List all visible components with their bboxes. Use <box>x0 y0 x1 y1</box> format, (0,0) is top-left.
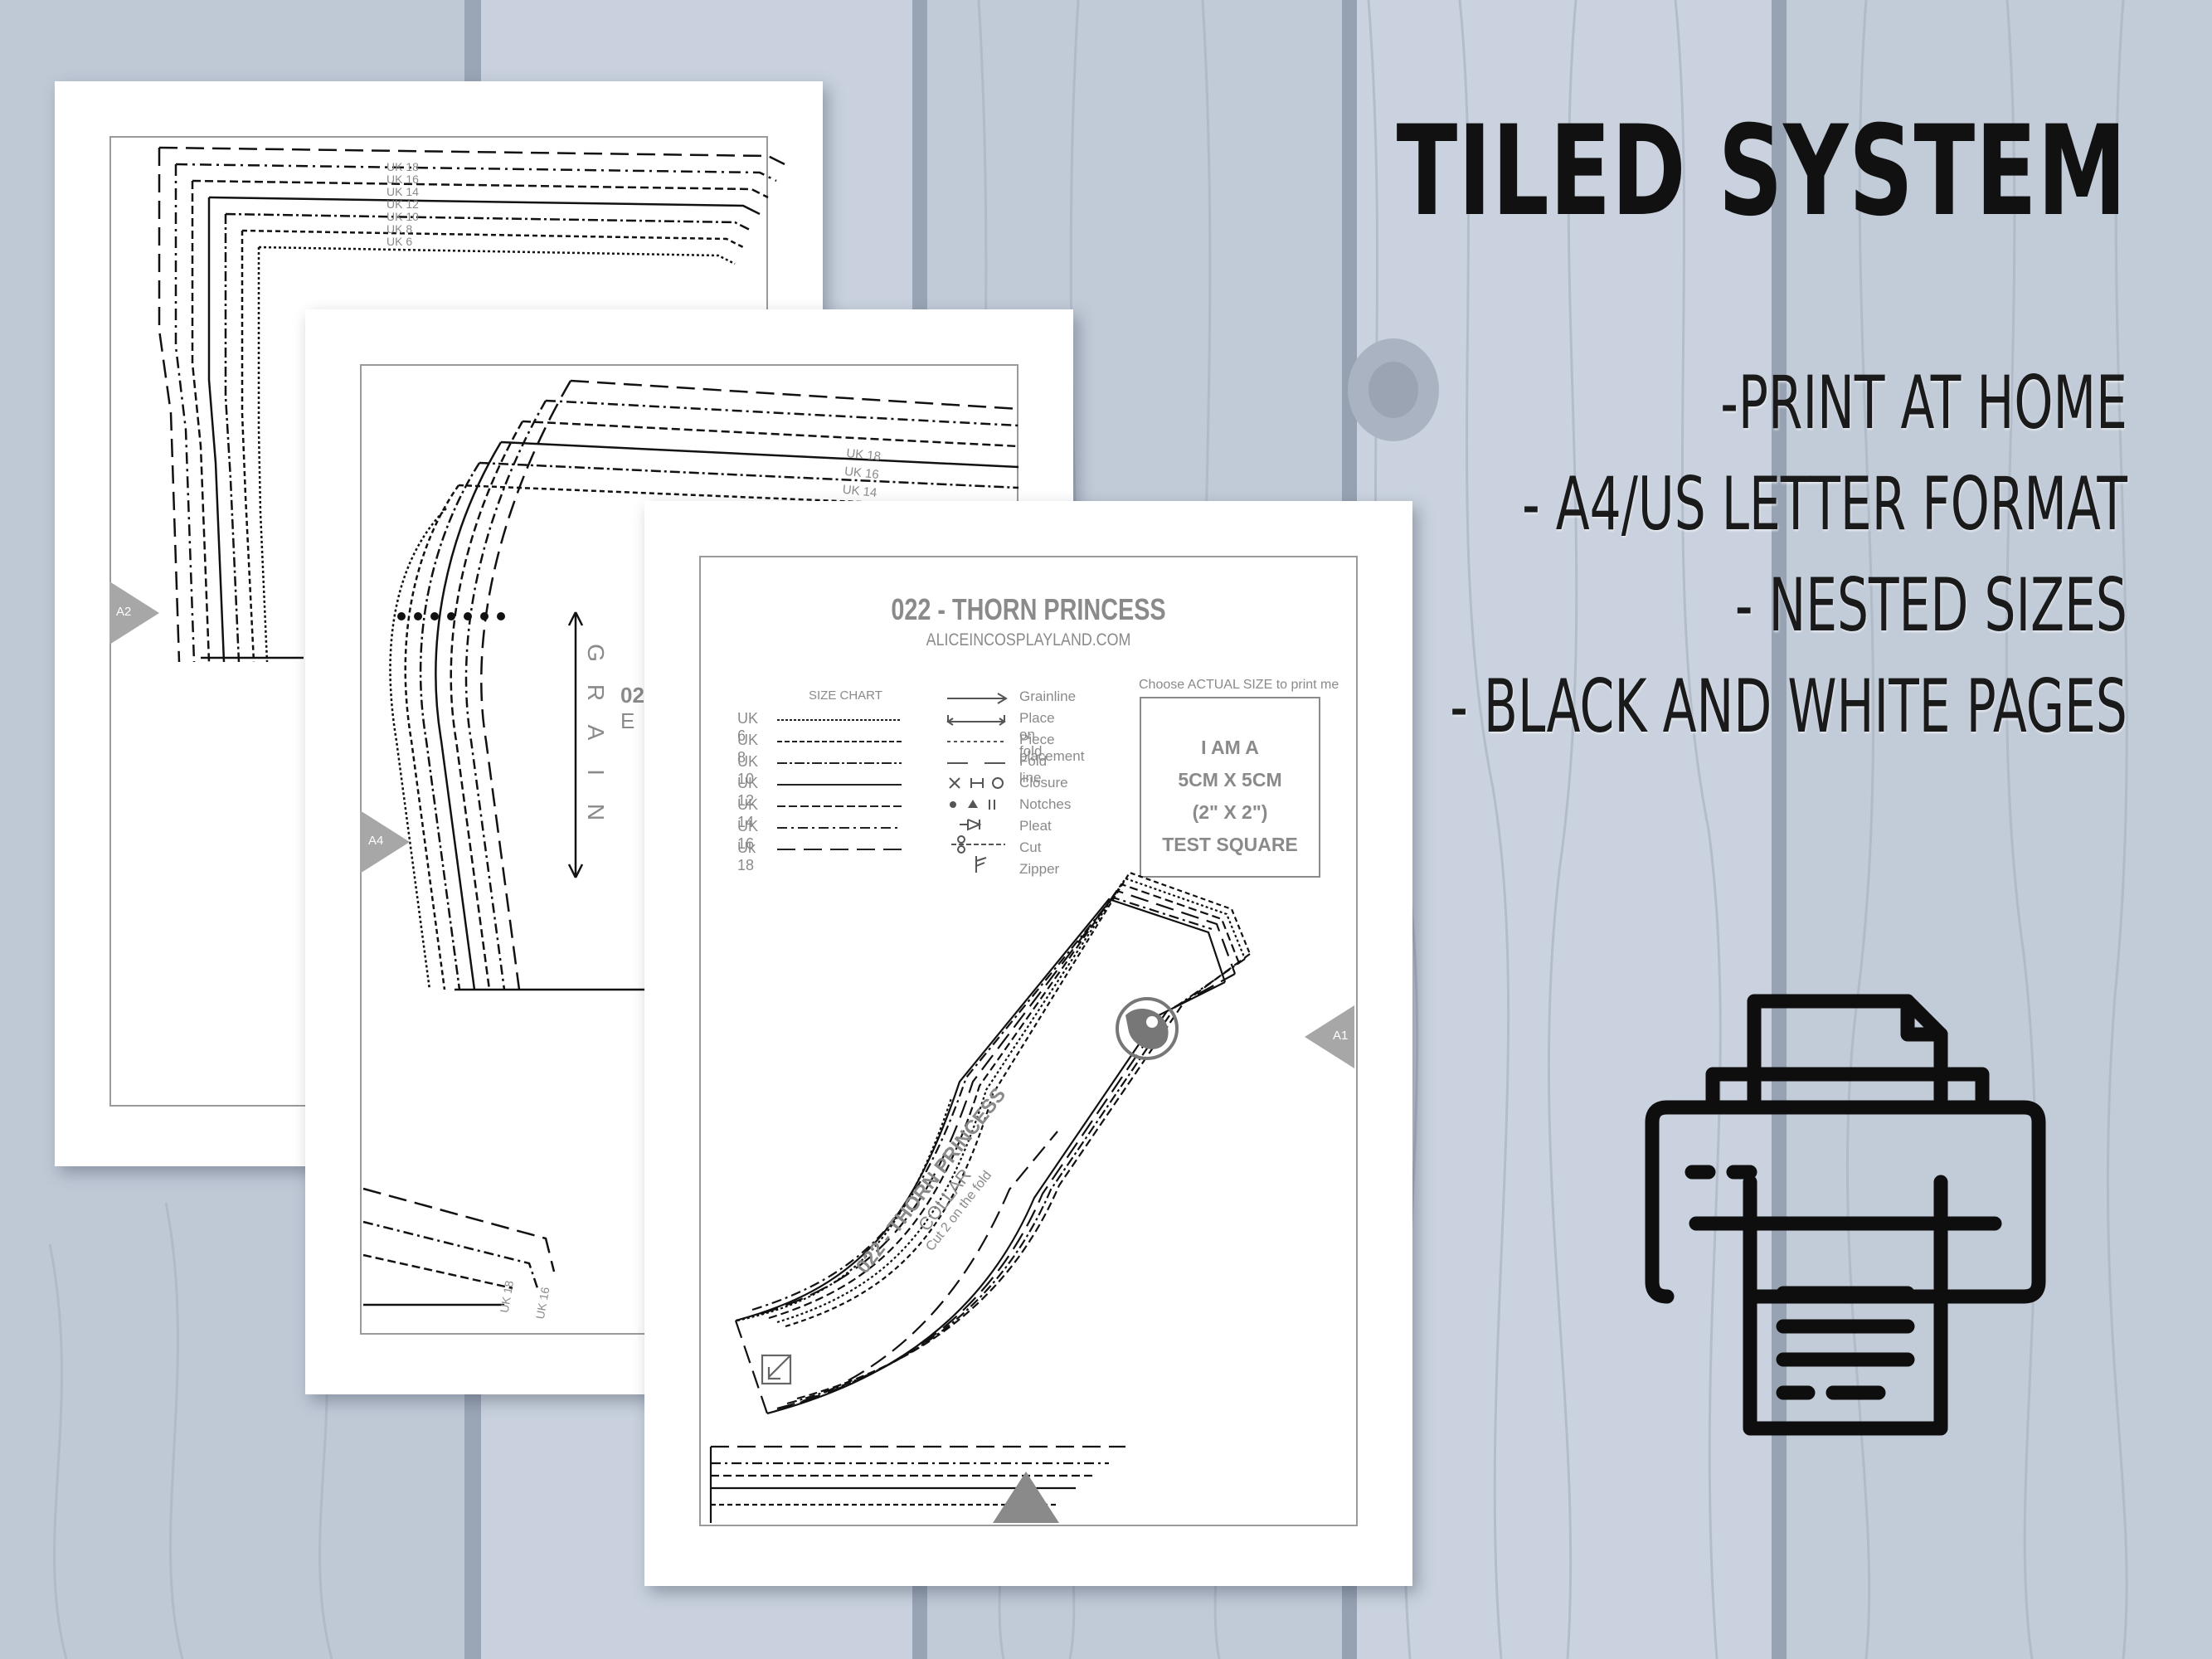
grain-letter: I <box>583 769 609 776</box>
partial-text: E <box>620 708 635 733</box>
test-square-line: 5CM X 5CM <box>1178 769 1282 791</box>
symbol-legend-icons <box>946 693 1008 873</box>
symbol-row: Notches <box>1019 796 1072 812</box>
grain-letter: R <box>583 684 609 702</box>
feature-item: - A4/US LETTER FORMAT <box>1522 461 2127 547</box>
size-label: UK 18 <box>497 1279 517 1314</box>
size-row: Uk 18 <box>737 839 756 873</box>
test-square: I AM A 5CM X 5CM (2" X 2") TEST SQUARE <box>1140 697 1320 878</box>
tile-marker <box>109 581 159 645</box>
symbol-row: Pleat <box>1019 818 1052 834</box>
pattern-title: 022 - THORN PRINCESS <box>891 592 1166 626</box>
pattern-page-front: 022 - THORN PRINCESS ALICEINCOSPLAYLAND.… <box>644 501 1412 1586</box>
test-square-line: I AM A <box>1201 737 1259 758</box>
size-label: UK 6 <box>386 235 413 248</box>
feature-list: -PRINT AT HOME - A4/US LETTER FORMAT - N… <box>1131 353 2127 757</box>
symbol-row: Place on fold <box>1019 710 1055 759</box>
symbol-row: Closure <box>1019 775 1068 791</box>
pattern-piece-lines <box>158 146 785 663</box>
size-row: UK 16 <box>737 818 759 852</box>
tile-label: A4 <box>368 834 384 848</box>
feature-item: -PRINT AT HOME <box>1720 360 2127 445</box>
size-label: UK 14 <box>841 482 878 501</box>
size-label: UK 8 <box>386 222 413 236</box>
feature-item: - BLACK AND WHITE PAGES <box>1450 664 2127 749</box>
tile-marker <box>360 810 410 873</box>
size-row: UK 12 <box>737 775 759 809</box>
grain-letter: G <box>583 644 609 662</box>
tile-label: A2 <box>116 605 132 619</box>
grain-letter: N <box>583 803 609 821</box>
size-row: UK 14 <box>737 796 759 830</box>
test-square-caption: Choose ACTUAL SIZE to print me <box>1139 678 1339 692</box>
symbol-row: Zipper <box>1019 861 1060 877</box>
brand-logo <box>1116 997 1179 1060</box>
test-square-line: TEST SQUARE <box>1162 834 1298 855</box>
feature-item: - NESTED SIZES <box>1734 562 2127 648</box>
partial-text: 02 <box>620 683 644 708</box>
size-label: UK 16 <box>386 173 419 186</box>
size-row: UK 8 <box>737 732 759 766</box>
collar-pattern-piece <box>709 871 1252 1523</box>
size-label: UK 14 <box>386 185 419 198</box>
size-label: UK 16 <box>532 1286 552 1321</box>
tile-label: A1 <box>1333 1029 1349 1043</box>
symbol-row: Cut <box>1019 839 1042 855</box>
size-row: UK 6 <box>737 710 759 744</box>
printer-icon <box>1645 994 2046 1436</box>
size-row: UK 10 <box>737 753 759 787</box>
symbol-row: Fold line <box>1019 753 1048 786</box>
size-label: UK 12 <box>386 197 419 211</box>
size-label: UK 18 <box>386 160 419 173</box>
symbol-row: Piece placement <box>1019 732 1085 764</box>
headline: TILED SYSTEM <box>1396 100 2127 244</box>
tile-marker <box>1305 1005 1354 1068</box>
page-border <box>699 556 1358 1526</box>
size-chart-lines <box>777 719 902 850</box>
size-label: UK 10 <box>386 210 419 223</box>
size-chart-title: SIZE CHART <box>809 688 882 703</box>
symbol-row: Grainline <box>1019 688 1077 704</box>
website-url: ALICEINCOSPLAYLAND.COM <box>926 630 1131 649</box>
test-square-line: (2" X 2") <box>1192 801 1268 823</box>
grain-letter: A <box>583 724 609 741</box>
